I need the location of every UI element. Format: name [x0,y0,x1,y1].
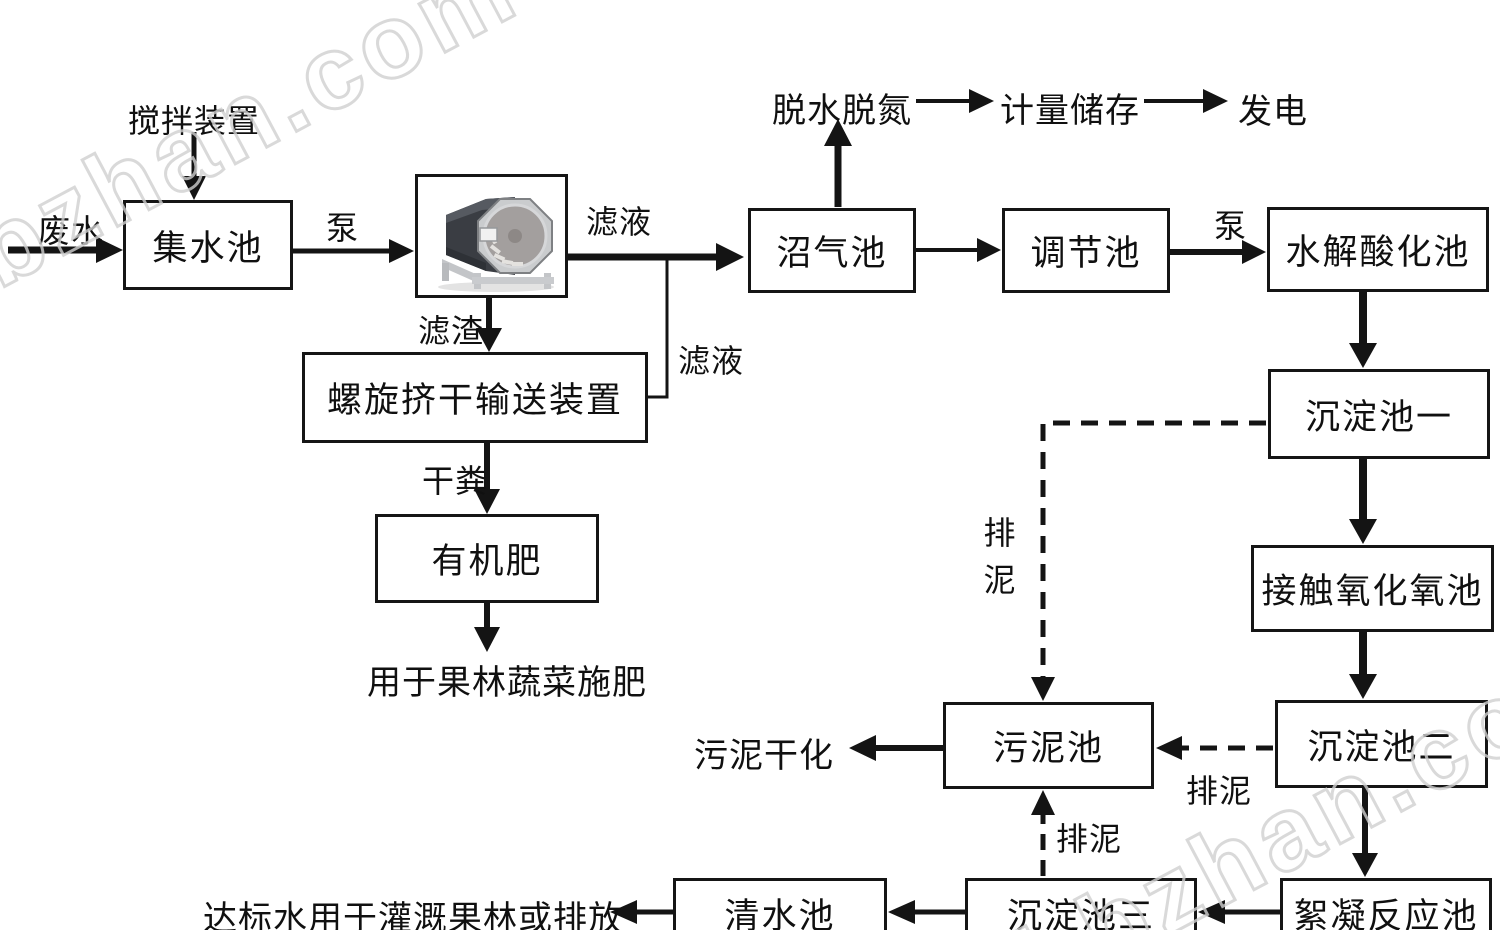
arrow-regulating-to-hydrolysis [1170,240,1266,264]
node-regulating-pool: 调节池 [1002,208,1170,293]
arrow-clearwater-to-discharge [610,900,673,924]
label-sludge-discharge-3: 排泥 [1056,821,1123,857]
node-label: 水解酸化池 [1285,233,1471,272]
arrow-sed3-to-clearwater [888,900,965,924]
node-label: 有机肥 [431,542,543,581]
arrow-organic-to-fertilize [474,603,500,652]
node-hydrolysis-acidification-pool: 水解酸化池 [1267,207,1489,292]
label-dry-manure: 干粪 [422,463,489,499]
terminal-metering-storage: 计量储存 [1000,93,1140,130]
arrow-biogas-to-regulating [916,238,1001,262]
label-filter-residue: 滤渣 [418,313,485,349]
node-collection-pool: 集水池 [123,200,293,290]
terminal-sludge-drying: 污泥干化 [694,738,834,775]
arrow-metering-to-power [1144,89,1228,113]
arrow-collection-to-separator [293,239,414,263]
label-sludge-discharge-1: 排泥 [983,515,1017,598]
node-label: 絮凝反应池 [1293,896,1479,930]
dashed-sed3-to-sludgepool [1031,790,1055,876]
terminal-power-generation: 发电 [1238,94,1308,131]
arrow-sed1-to-contact [1349,459,1377,544]
node-biogas-pool: 沼气池 [748,208,916,293]
label-pump-1: 泵 [326,210,360,246]
node-label: 螺旋挤干输送装置 [326,381,623,420]
dashed-sed2-to-sludgepool [1156,736,1273,760]
dashed-sed1-to-sludgepool [1031,420,1266,701]
node-sludge-pool: 污泥池 [943,702,1154,789]
arrow-flocculation-to-sed3 [1198,900,1280,924]
arrow-separator-to-biogas [568,243,744,271]
arrow-contact-to-sed2 [1349,632,1377,699]
node-screw-press-conveyor: 螺旋挤干输送装置 [302,352,648,443]
node-label: 调节池 [1030,234,1142,273]
node-sedimentation-pool-1: 沉淀池一 [1268,369,1490,459]
node-clear-water-pool: 清水池 [673,878,887,930]
connector-filtrate-return [648,259,669,399]
node-contact-oxidation-pool: 接触氧化氧池 [1251,545,1494,632]
arrow-screwpress-to-organic [474,443,500,514]
separator-machine-photo [438,197,554,292]
arrow-wastewater-to-collection [8,237,123,263]
node-flocculation-reaction-pool: 絮凝反应池 [1280,878,1492,930]
terminal-fertilize-orchard-vegetables: 用于果林蔬菜施肥 [367,665,647,702]
terminal-dewater-denitrify: 脱水脱氮 [772,93,912,130]
label-pump-2: 泵 [1214,208,1248,244]
arrow-sludgepool-to-drying [849,735,943,761]
label-filtrate-2: 滤液 [678,343,745,379]
node-label: 沉淀池二 [1307,727,1456,767]
node-label: 沉淀池三 [1006,896,1155,930]
arrow-biogas-to-dewater [824,119,852,207]
label-stirring-device: 搅拌装置 [128,103,261,139]
arrow-hydrolysis-to-sed1 [1349,292,1377,368]
node-sedimentation-pool-3: 沉淀池三 [965,878,1197,930]
label-sludge-discharge-2: 排泥 [1186,773,1253,809]
node-label: 集水池 [152,228,264,268]
node-label: 沉淀池一 [1304,397,1453,437]
node-label: 接触氧化氧池 [1261,572,1484,611]
node-label: 沼气池 [776,234,888,273]
node-label: 污泥池 [992,729,1104,768]
arrow-dewater-to-metering [916,89,994,113]
label-filtrate-1: 滤液 [586,204,653,240]
node-label: 清水池 [724,896,836,930]
machine-frame [442,259,554,289]
arrow-separator-to-screwpress [476,298,502,352]
node-organic-fertilizer: 有机肥 [375,514,599,603]
arrow-stirring-to-collection [182,132,206,200]
label-wastewater: 废水 [38,213,105,249]
node-separator-machine [415,174,568,298]
machine-opening [477,198,553,274]
arrow-sed2-to-flocculation [1352,788,1378,877]
node-sedimentation-pool-2: 沉淀池二 [1275,700,1488,788]
terminal-compliant-water-discharge: 达标水用于灌溉果林或排放 [203,901,623,930]
